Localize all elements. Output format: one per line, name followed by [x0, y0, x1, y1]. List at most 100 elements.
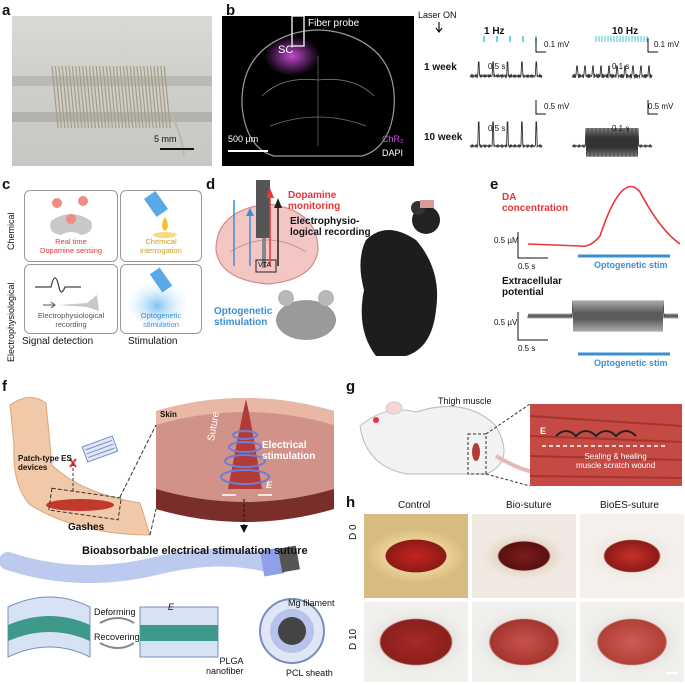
photo-control-d0 [364, 514, 468, 598]
panel-label-a: a [2, 2, 11, 19]
coil-turn [75, 65, 83, 129]
da-scale-t: 0.5 s [518, 262, 536, 271]
box1-label: Real time Dopamine sensing [39, 237, 103, 255]
coil-turn [95, 65, 103, 129]
da-scale-bars [517, 232, 548, 259]
photo-bio-d10 [472, 602, 576, 682]
photo-bio-d0 [472, 514, 576, 598]
coil-turn [51, 65, 59, 129]
scale-10w-1hz-t: 0.5 s [488, 124, 506, 133]
coil-turn [150, 65, 158, 129]
coil-turn [160, 65, 168, 129]
ephys-traces [469, 36, 658, 157]
box-dopamine-sensing: Real time Dopamine sensing [24, 190, 118, 262]
coil-turn [58, 65, 66, 129]
suture-schematic [0, 397, 334, 664]
panel-label-h: h [346, 494, 356, 511]
box-chemical-interrogation: Chemical interrogation [120, 190, 202, 262]
thigh-muscle-label: Thigh muscle [438, 396, 492, 406]
laser-on-label: Laser ON [418, 10, 457, 20]
row-d0: D 0 [348, 524, 359, 540]
scale-bar-b-trace [535, 38, 546, 53]
coil-turn [136, 65, 144, 129]
coil-turn [88, 65, 96, 129]
da-concentration-label: DA concentration [502, 192, 569, 214]
brain-outline [241, 16, 395, 157]
coil-turn [61, 65, 69, 129]
coil-turn [71, 65, 79, 129]
coil-turn [163, 65, 171, 129]
coil-turn [68, 65, 76, 129]
coil-turn [146, 65, 154, 129]
scale-label-b: 500 µm [228, 134, 259, 144]
box2-label: Chemical interrogation [140, 237, 182, 255]
panel-label-c: c [2, 176, 11, 193]
panel-label-e: e [490, 176, 499, 193]
chr2-label: ChR₂ [382, 134, 404, 144]
hz10-label: 10 Hz [612, 26, 639, 37]
coil-turn [139, 65, 147, 129]
col-stimulation: Stimulation [128, 336, 178, 347]
col-signal-detection: Signal detection [22, 336, 94, 347]
week1-label: 1 week [424, 62, 457, 73]
coil-turn [78, 65, 86, 129]
sealing-label: Sealing & healing muscle scratch wound [576, 452, 656, 470]
mouse-brain-schematic [215, 180, 440, 356]
scale-bar-a [160, 148, 194, 150]
row-d10: D 10 [348, 628, 359, 650]
coil-turn [85, 65, 93, 129]
electro-recording-label: Electrophysio- logical recording [290, 216, 371, 238]
trace-10w-1hz [469, 121, 543, 149]
coil-turn [112, 65, 120, 129]
scale-bar-b-trace [647, 100, 658, 115]
coil-turn [153, 65, 161, 129]
box-optogenetic-stim: Optogenetic stimulation [120, 264, 202, 334]
coil-turn [156, 65, 164, 129]
coil-turn [82, 65, 90, 129]
suture-title: Bioabsorbable electrical stimulation sut… [82, 545, 308, 557]
pcl-label: PCL sheath [286, 668, 333, 678]
coil-turn [109, 65, 117, 129]
extracellular-trace [527, 300, 679, 332]
field-e2-label: E [168, 602, 175, 612]
coil-turn [54, 65, 62, 129]
rat-schematic [359, 401, 683, 487]
week10-label: 10 week [424, 132, 463, 143]
coil-turn [99, 65, 107, 129]
field-e-label-g: E [540, 426, 547, 436]
ext-scale-v: 0.5 µV [494, 318, 518, 327]
col-bio-suture: Bio-suture [506, 500, 552, 511]
dapi-label: DAPI [382, 148, 404, 158]
box-electro-recording: Electrophysiological recording [24, 264, 118, 334]
scale-10w-10hz-v: 0.5 mV [648, 102, 674, 111]
panel-label-d: d [206, 176, 216, 193]
col-control: Control [398, 500, 431, 511]
panel-label-g: g [346, 378, 356, 395]
hz1-label: 1 Hz [484, 26, 505, 37]
coil-turn [65, 65, 73, 129]
trace-10w-10hz [571, 127, 653, 157]
dropper-icon [143, 190, 177, 238]
opto-stim-label: Optogenetic stimulation [214, 306, 273, 328]
da-scale-v: 0.5 µM [494, 236, 519, 245]
mg-label: Mg filament [288, 598, 335, 608]
coil-turn [116, 65, 124, 129]
extracellular-label: Extracellular potential [502, 276, 563, 298]
coil-turn [129, 65, 137, 129]
trace-1w-1hz [469, 61, 543, 79]
light-fiber-icon [127, 267, 187, 325]
plga-label: PLGA nanofiber [206, 656, 244, 676]
coil-turn [133, 65, 141, 129]
trace-1w-10hz [571, 65, 653, 80]
fiber-probe-label: Fiber probe [308, 18, 360, 29]
gashes-label: Gashes [68, 522, 105, 533]
brain-section-image: Fiber probe SC 500 µm ChR₂ DAPI [222, 16, 414, 166]
photo-control-d10 [364, 602, 468, 682]
scale-10w-10hz-t: 0.1 s [612, 124, 630, 133]
panel-label-b: b [226, 2, 236, 19]
ext-scale-bars [517, 312, 548, 341]
coil-turn [92, 65, 100, 129]
opto-stim-label-1: Optogenetic stim [594, 260, 668, 270]
box3-label: Electrophysiological recording [37, 311, 105, 329]
